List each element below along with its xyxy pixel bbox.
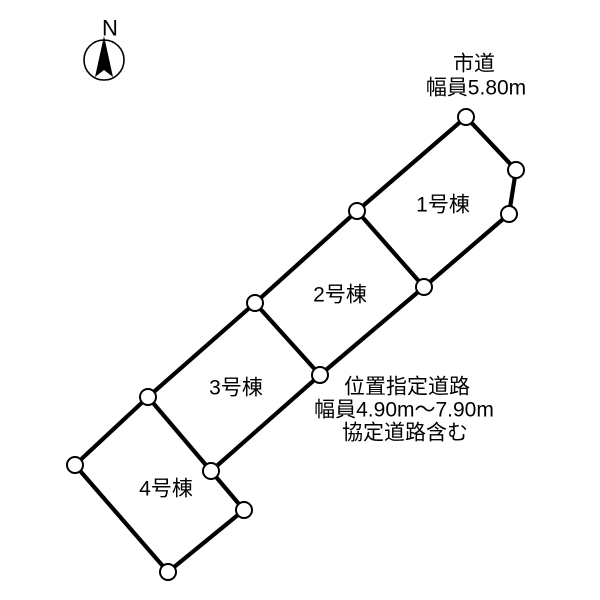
- designated-road-annotation: 位置指定道路 幅員4.90m〜7.90m 協定道路含む: [314, 376, 494, 445]
- vertex-marker: [507, 161, 525, 179]
- boundary-edge-northwest: [145, 114, 469, 400]
- lot-label-1: 1号棟: [416, 194, 470, 217]
- vertex-marker: [139, 388, 157, 406]
- city-road-width: 幅員5.80m: [426, 77, 526, 100]
- north-label: N: [102, 16, 118, 41]
- vertex-marker: [202, 462, 220, 480]
- parcel-boundaries: [72, 114, 519, 575]
- divider-lot2-lot3: [252, 300, 323, 378]
- designated-road-width: 幅員4.90m〜7.90m: [314, 399, 494, 422]
- divider-lot1-lot2: [354, 208, 427, 290]
- vertex-marker: [348, 202, 366, 220]
- divider-lot3-lot4: [145, 394, 214, 474]
- lot-labels: 1号棟 2号棟 3号棟 4号棟: [139, 194, 470, 501]
- vertex-marker: [500, 205, 518, 223]
- designated-road-name: 位置指定道路: [344, 376, 470, 399]
- vertex-marker: [159, 563, 177, 581]
- vertex-markers: [66, 108, 525, 581]
- boundary-edge-roadside: [208, 211, 512, 474]
- city-road-annotation: 市道 幅員5.80m: [426, 53, 526, 100]
- north-indicator: N: [83, 16, 125, 81]
- lot-label-2: 2号棟: [313, 284, 367, 307]
- north-arrow-icon: [95, 36, 113, 77]
- city-road-name: 市道: [453, 53, 495, 76]
- vertex-marker: [246, 294, 264, 312]
- vertex-marker: [235, 501, 253, 519]
- vertex-marker: [311, 366, 329, 384]
- designated-road-note: 協定道路含む: [342, 422, 468, 445]
- vertex-marker: [66, 456, 84, 474]
- lot-label-3: 3号棟: [209, 377, 263, 400]
- vertex-marker: [457, 108, 475, 126]
- vertex-marker: [415, 278, 433, 296]
- lot-label-4: 4号棟: [139, 478, 193, 501]
